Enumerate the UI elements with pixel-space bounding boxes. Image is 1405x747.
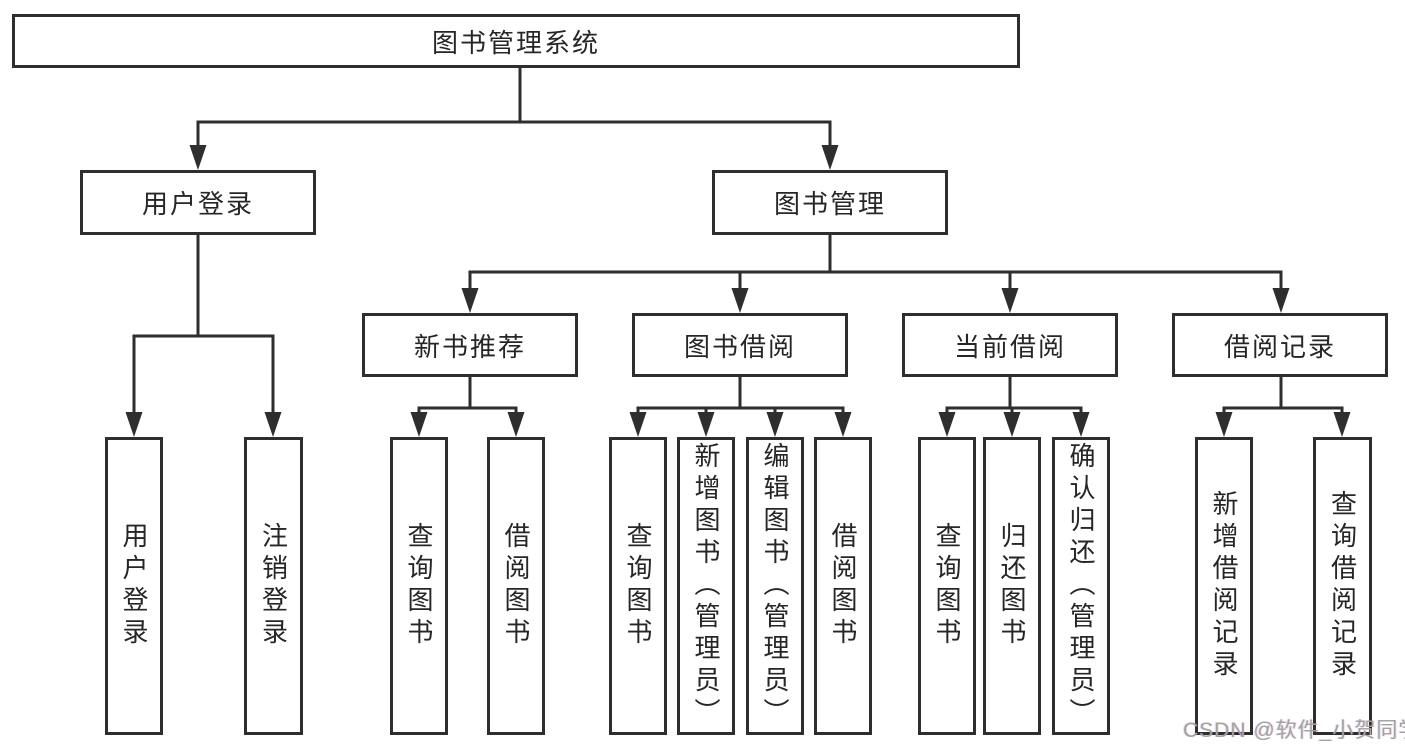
node-add-borrowing-record: 新增借阅记录 [1195,437,1253,735]
node-label: 借阅图书 [501,522,531,650]
node-confirm-return-admin: 确认归还（管理员） [1052,437,1110,735]
node-label: 归还图书 [997,522,1027,650]
connector-root-to-level2 [189,66,839,170]
node-borrowing-records: 借阅记录 [1172,313,1388,377]
node-book-borrowing: 图书借阅 [632,313,848,377]
connector-user-login-children [125,233,282,437]
connector-book-borrowing-children [629,375,852,437]
node-user-login-module: 用户登录 [80,170,316,235]
node-query-books-current: 查询图书 [918,437,976,735]
node-book-management-module: 图书管理 [712,170,948,235]
connector-new-book-recommendation-children [410,375,525,437]
node-label: 用户登录 [119,522,149,650]
node-user-login-leaf: 用户登录 [105,437,163,735]
node-label: 新增借阅记录 [1209,490,1239,682]
node-label: 借阅图书 [828,522,858,650]
node-add-book-admin: 新增图书（管理员） [677,437,735,735]
node-query-books-borrowing: 查询图书 [609,437,667,735]
node-borrow-books-recommend: 借阅图书 [487,437,545,735]
node-label: 新增图书（管理员） [691,442,721,730]
connector-borrowing-records-children [1215,375,1351,437]
node-label: 查询图书 [404,522,434,650]
node-current-borrowing: 当前借阅 [902,313,1118,377]
node-edit-book-admin: 编辑图书（管理员） [746,437,804,735]
node-logout: 注销登录 [244,437,303,735]
node-label: 注销登录 [258,522,289,650]
node-borrow-books: 借阅图书 [814,437,872,735]
node-query-books-recommend: 查询图书 [390,437,448,735]
node-return-books: 归还图书 [983,437,1041,735]
connector-current-borrowing-children [938,375,1090,437]
node-query-borrowing-record: 查询借阅记录 [1313,437,1372,735]
node-label: 确认归还（管理员） [1066,442,1096,730]
node-label: 编辑图书（管理员） [760,442,790,730]
node-library-management-system: 图书管理系统 [12,14,1020,68]
node-new-book-recommendation: 新书推荐 [362,313,578,377]
csdn-watermark: CSDN @软件_小贺同学 [1183,719,1405,742]
node-label: 查询图书 [623,522,653,650]
connector-book-management-children [461,233,1290,313]
node-label: 查询图书 [932,522,962,650]
node-label: 查询借阅记录 [1327,490,1358,682]
